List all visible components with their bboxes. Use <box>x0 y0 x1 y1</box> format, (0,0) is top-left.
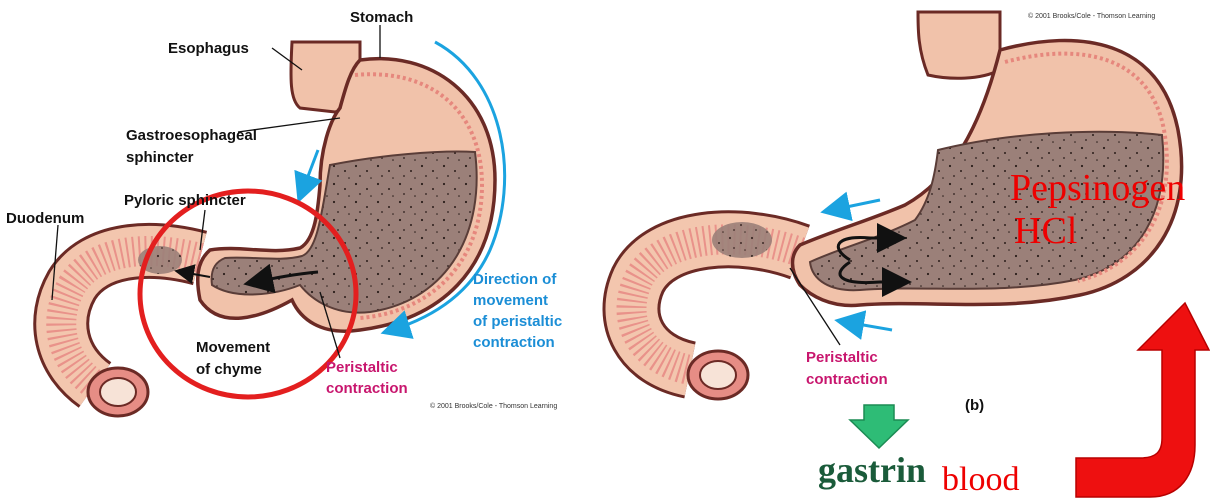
copyright-a: © 2001 Brooks/Cole - Thomson Learning <box>430 402 557 410</box>
stomach-chyme <box>210 150 478 314</box>
label-movement-1: Movement <box>196 339 270 356</box>
label-peristaltic-a-2: contraction <box>326 380 408 397</box>
direction-arrow-b-lower <box>834 310 893 340</box>
retropulsion-arrow-lower <box>838 260 912 297</box>
direction-arrow-b-upper <box>820 191 881 222</box>
direction-arrow-inner <box>294 149 323 204</box>
highlight-circle <box>137 188 359 400</box>
label-gastroesophageal-2: sphincter <box>126 149 194 166</box>
label-stomach: Stomach <box>350 9 413 26</box>
label-direction-2: movement <box>473 292 548 309</box>
pyloric-bolus-b <box>712 222 772 258</box>
label-direction-4: contraction <box>473 334 555 351</box>
copyright-b: © 2001 Brooks/Cole - Thomson Learning <box>1028 12 1155 20</box>
label-pepsinogen: Pepsinogen <box>1010 167 1185 209</box>
label-gastrin: gastrin <box>818 450 926 490</box>
label-direction-3: of peristaltic <box>473 313 562 330</box>
retropulsion-arrow-upper <box>837 223 907 262</box>
label-peristaltic-b-1: Peristaltic <box>806 349 878 366</box>
label-esophagus: Esophagus <box>168 40 249 57</box>
chyme-movement-arrow <box>243 263 319 294</box>
label-duodenum: Duodenum <box>6 210 84 227</box>
label-direction-1: Direction of <box>473 271 557 288</box>
label-gastroesophageal-1: Gastroesophageal <box>126 127 257 144</box>
gastrin-down-arrow <box>848 404 910 450</box>
esophagus-shape-b <box>916 10 1002 80</box>
big-red-up-arrow <box>1075 301 1210 498</box>
annotations: Pepsinogen HCl gastrin blood <box>818 167 1210 498</box>
label-movement-2: of chyme <box>196 361 262 378</box>
panel-a-stomach: Stomach Esophagus Gastroesophageal sphin… <box>6 9 562 418</box>
leader-line-b <box>789 267 841 346</box>
panel-label-b: (b) <box>965 397 984 414</box>
label-blood: blood <box>942 461 1019 498</box>
direction-arrow-outer <box>380 40 507 339</box>
label-peristaltic-b-2: contraction <box>806 371 888 388</box>
label-peristaltic-a-1: Peristaltic <box>326 359 398 376</box>
label-hcl: HCl <box>1014 210 1077 252</box>
label-pyloric: Pyloric sphincter <box>124 192 246 209</box>
panel-b-stomach: © 2001 Brooks/Cole - Thomson Learning Pe… <box>602 10 1184 414</box>
leader-lines-a <box>51 25 381 359</box>
